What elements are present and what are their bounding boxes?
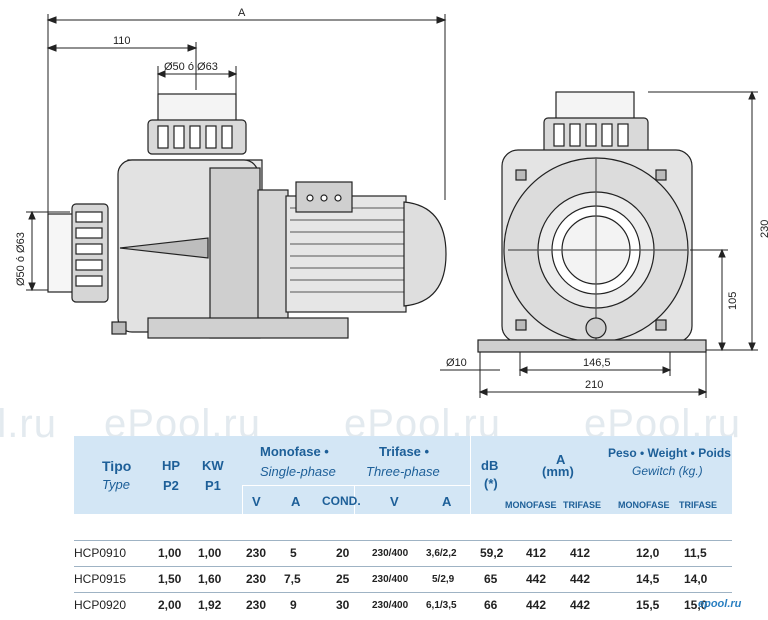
epool-logo: epool.ru — [698, 598, 742, 610]
header-three-phase: Three-phase — [366, 464, 440, 479]
cell-kw: 1,92 — [198, 598, 222, 612]
cell-tri-a: 6,1/3,5 — [426, 600, 457, 611]
header-single-phase: Single-phase — [260, 464, 336, 479]
cell-kw: 1,60 — [198, 572, 222, 586]
cell-a-tri: 442 — [570, 572, 591, 586]
dim-inlet-top-label: Ø50 ó Ø63 — [164, 61, 218, 73]
dim-inlet-side-label: Ø50 ó Ø63 — [15, 232, 27, 286]
cell-a-tri: 412 — [570, 546, 591, 560]
pump-technical-drawing: A 110 Ø50 ó Ø63 Ø50 ó Ø63 230 105 Ø10 14… — [15, 7, 768, 398]
cell-mono-v: 230 — [246, 546, 267, 560]
spec-table-header: Tipo Type HP P2 KW P1 Monofase • Single-… — [74, 436, 732, 514]
watermark: ePool.ru — [0, 402, 57, 446]
table-row: HCP0920 2,00 1,92 230 9 30 230/400 6,1/3… — [74, 592, 732, 617]
header-db: dB — [481, 458, 499, 473]
cell-cond: 30 — [336, 598, 350, 612]
header-gewitch: Gewitch (kg.) — [632, 464, 703, 478]
pump-side-view — [47, 93, 447, 339]
cell-tri-v: 230/400 — [372, 574, 409, 585]
cell-type: HCP0920 — [74, 598, 127, 612]
header-cond: COND. — [322, 494, 361, 508]
cell-a-tri: 442 — [570, 598, 591, 612]
header-tipo: Tipo — [102, 458, 132, 474]
spec-table: Tipo Type HP P2 KW P1 Monofase • Single-… — [74, 436, 732, 618]
cell-type: HCP0910 — [74, 546, 127, 560]
dim-110-label: 110 — [113, 35, 131, 47]
dim-210-label: 210 — [585, 379, 603, 391]
cell-mono-v: 230 — [246, 598, 267, 612]
dim-hole-label: Ø10 — [446, 357, 467, 369]
header-p1: P1 — [205, 478, 221, 493]
header-a-tri: A — [442, 494, 452, 509]
cell-hp: 1,50 — [158, 572, 182, 586]
cell-db: 59,2 — [480, 546, 504, 560]
cell-w-mono: 14,5 — [636, 572, 660, 586]
cell-tri-a: 5/2,9 — [432, 574, 455, 585]
header-a-mono: A — [291, 494, 301, 509]
dim-230-label: 230 — [759, 220, 768, 238]
cell-mono-a: 7,5 — [284, 572, 301, 586]
header-peso: Peso • Weight • Poids — [608, 446, 731, 460]
cell-tri-v: 230/400 — [372, 600, 409, 611]
dim-105-label: 105 — [727, 292, 739, 310]
cell-tri-a: 3,6/2,2 — [426, 548, 457, 559]
table-row: HCP0915 1,50 1,60 230 7,5 25 230/400 5/2… — [74, 566, 732, 591]
cell-a-mono: 442 — [526, 572, 547, 586]
cell-w-tri: 11,5 — [684, 546, 707, 560]
cell-db: 66 — [484, 598, 498, 612]
header-kw: KW — [202, 458, 224, 473]
header-trifase: Trifase • — [379, 444, 430, 459]
cell-w-mono: 12,0 — [636, 546, 660, 560]
cell-a-mono: 442 — [526, 598, 547, 612]
cell-tri-v: 230/400 — [372, 548, 409, 559]
cell-cond: 20 — [336, 546, 350, 560]
dim-a-label: A — [238, 7, 246, 19]
header-w-monofase: MONOFASE — [618, 500, 670, 510]
header-type: Type — [102, 477, 130, 492]
cell-type: HCP0915 — [74, 572, 127, 586]
pump-front-view — [477, 91, 707, 353]
header-p2: P2 — [163, 478, 179, 493]
cell-db: 65 — [484, 572, 498, 586]
dim-146-label: 146,5 — [583, 357, 611, 369]
cell-w-tri: 14,0 — [684, 572, 708, 586]
table-row: HCP0910 1,00 1,00 230 5 20 230/400 3,6/2… — [74, 540, 732, 565]
cell-cond: 25 — [336, 572, 350, 586]
header-mm: (mm) — [542, 464, 574, 479]
spec-table-body: HCP0910 1,00 1,00 230 5 20 230/400 3,6/2… — [74, 514, 732, 618]
header-hp: HP — [162, 458, 181, 473]
header-db-note: (*) — [484, 476, 498, 491]
cell-hp: 2,00 — [158, 598, 182, 612]
header-v-tri: V — [390, 494, 399, 509]
cell-mono-a: 5 — [290, 546, 297, 560]
header-a-trifase: TRIFASE — [563, 500, 602, 510]
cell-mono-v: 230 — [246, 572, 267, 586]
cell-hp: 1,00 — [158, 546, 182, 560]
cell-w-mono: 15,5 — [636, 598, 660, 612]
header-w-trifase: TRIFASE — [679, 500, 718, 510]
header-a-monofase: MONOFASE — [505, 500, 557, 510]
cell-mono-a: 9 — [290, 598, 297, 612]
header-a: A — [556, 452, 566, 467]
cell-a-mono: 412 — [526, 546, 547, 560]
header-monofase: Monofase • — [260, 444, 329, 459]
cell-w-tri: 15,0 — [684, 598, 708, 612]
cell-kw: 1,00 — [198, 546, 222, 560]
header-v-mono: V — [252, 494, 261, 509]
